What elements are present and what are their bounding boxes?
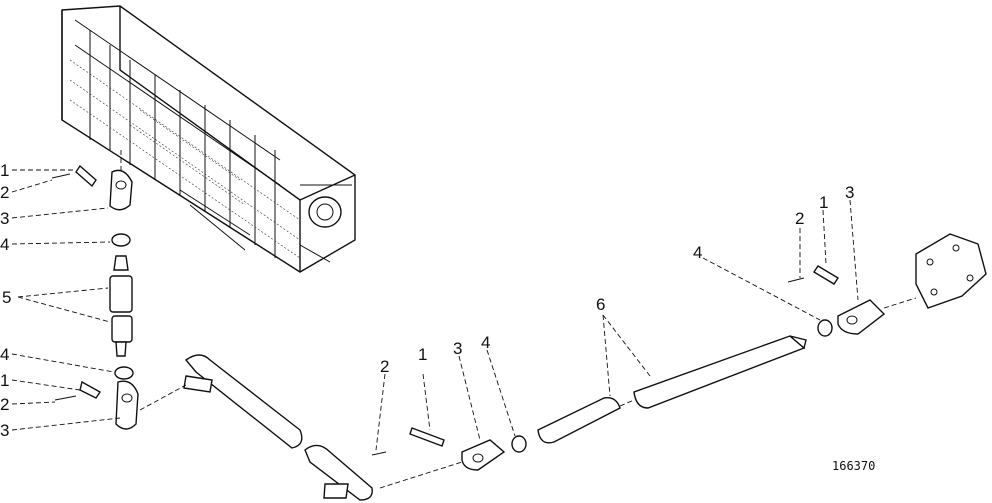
rod-long (633, 335, 806, 409)
clevis-right (837, 299, 886, 335)
bottom-rod-assembly (371, 335, 807, 471)
callout-right-2: 2 (795, 209, 804, 228)
callout-right-3: 1 (819, 193, 828, 212)
callout-left-2: 2 (0, 183, 9, 202)
crank-arm (183, 354, 373, 501)
sleeve-upper (109, 275, 133, 313)
callout-bottom-4: 4 (481, 333, 490, 352)
rod-short (537, 397, 621, 444)
callout-bottom-3: 3 (453, 339, 462, 358)
callout-left-6: 4 (0, 345, 9, 364)
right-clevis-assembly (787, 265, 886, 337)
figure-reference-number: 166370 (832, 459, 875, 473)
callout-left-4: 4 (0, 235, 9, 254)
pin-lower (79, 380, 102, 399)
nut-bottom (511, 435, 527, 453)
sleeve-lower (111, 315, 133, 343)
pin-right (813, 265, 839, 285)
clevis-upper (109, 169, 133, 211)
callout-left-9: 3 (0, 421, 9, 440)
callout-bottom-5: 6 (596, 295, 605, 314)
callout-bottom-2: 1 (418, 345, 427, 364)
callout-labels: 1 2 3 4 5 4 1 2 3 2 1 3 4 6 4 2 1 3 1663… (0, 161, 875, 473)
left-linkage (51, 164, 139, 430)
callout-left-1: 1 (0, 161, 9, 180)
valve-block-assembly (61, 5, 356, 273)
nut-lower (114, 366, 134, 380)
callout-bottom-1: 2 (380, 357, 389, 376)
callout-right-4: 3 (845, 183, 854, 202)
callout-left-8: 2 (0, 395, 9, 414)
nut-upper (111, 233, 131, 247)
leader-lines (11, 150, 917, 489)
clevis-bottom (461, 439, 506, 471)
pin-upper (75, 164, 97, 188)
callout-left-5: 5 (2, 288, 11, 307)
clevis-lower (115, 380, 139, 430)
pin-bottom (409, 427, 445, 447)
mounting-bracket (915, 233, 987, 309)
callout-left-3: 3 (0, 209, 9, 228)
nut-right (817, 319, 833, 337)
callout-right-1: 4 (693, 243, 702, 262)
callout-left-7: 1 (0, 371, 9, 390)
